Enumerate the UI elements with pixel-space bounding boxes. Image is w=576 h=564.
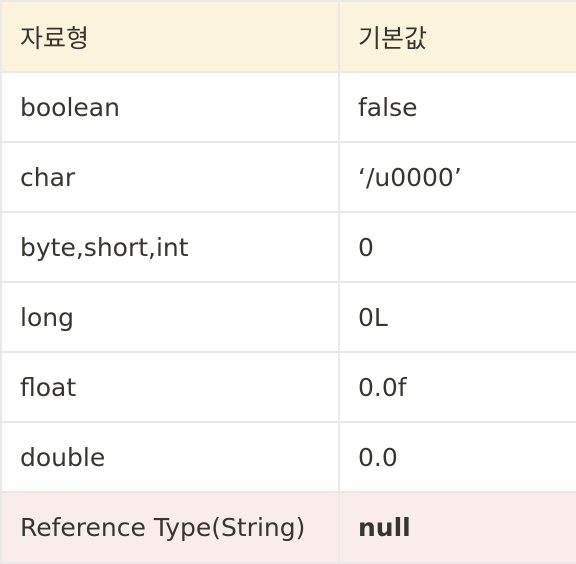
cell-default[interactable]: 0 (339, 212, 576, 283)
table-row: boolean false (2, 72, 576, 143)
cell-type[interactable]: Reference Type(String) (2, 492, 340, 562)
cell-type[interactable]: char (2, 142, 340, 213)
cell-default[interactable]: false (339, 72, 576, 143)
header-cell-type[interactable]: 자료형 (2, 2, 340, 73)
cell-default[interactable]: ‘/u0000’ (339, 142, 576, 213)
cell-type[interactable]: long (2, 282, 340, 353)
cell-default[interactable]: 0L (339, 282, 576, 353)
cell-type[interactable]: boolean (2, 72, 340, 143)
cell-default[interactable]: 0.0 (339, 422, 576, 493)
table-row: long 0L (2, 282, 576, 353)
cell-default[interactable]: 0.0f (339, 352, 576, 423)
table-header-row: 자료형 기본값 (2, 2, 576, 73)
table-row: byte,short,int 0 (2, 212, 576, 283)
cell-type[interactable]: double (2, 422, 340, 493)
table-row: float 0.0f (2, 352, 576, 423)
table-row: double 0.0 (2, 422, 576, 493)
table-row-highlighted: Reference Type(String) null (2, 492, 576, 562)
table-row: char ‘/u0000’ (2, 142, 576, 213)
header-cell-default[interactable]: 기본값 (339, 2, 576, 73)
cell-type[interactable]: byte,short,int (2, 212, 340, 283)
cell-type[interactable]: float (2, 352, 340, 423)
cell-default[interactable]: null (339, 492, 576, 562)
